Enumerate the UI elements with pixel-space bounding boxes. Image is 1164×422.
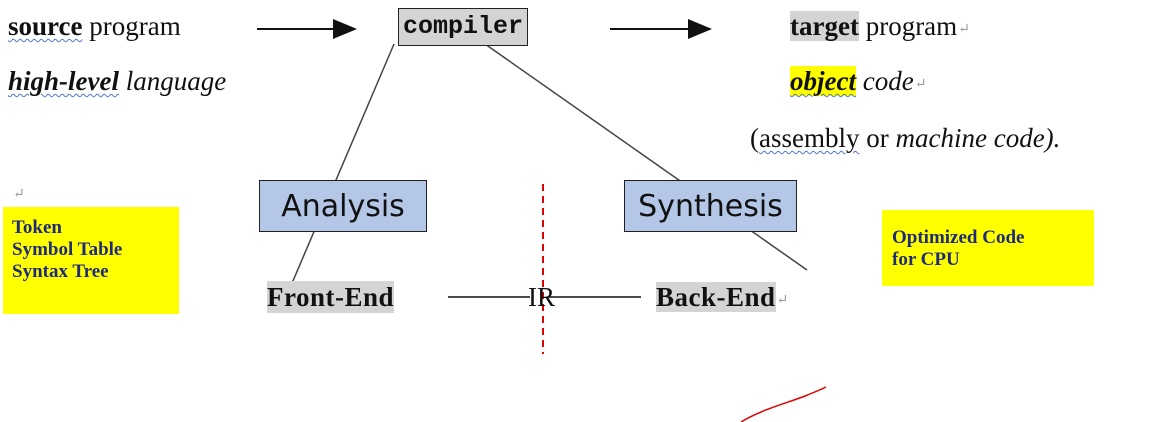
analysis-artifacts-note: Token Symbol Table Syntax Tree [3,207,179,314]
line-compiler-to-back-end [484,43,808,271]
machine-code-word: machine code). [895,123,1061,153]
red-pen-stroke [740,386,827,422]
front-end-label: Front-End [267,281,395,313]
back-end-label: Back-End↵ [656,281,788,317]
source-word: source [8,11,83,41]
target-word: target [790,11,859,41]
paragraph-mark: ↵ [13,187,25,202]
target-rest: program [858,11,958,41]
source-program-label: source program [8,10,181,42]
assembly-word: assembly [759,123,860,153]
synthesis-box: Synthesis [624,180,797,232]
high-level-rest: language [118,66,227,96]
paragraph-mark: ↵ [776,293,789,308]
ir-label: IR [528,282,555,312]
note-line-syntax-tree: Syntax Tree [12,261,109,282]
object-rest: code [855,66,914,96]
note-line-for-cpu: for CPU [892,249,960,270]
note-line-token: Token [12,217,62,238]
note-line-symbol-table: Symbol Table [12,239,123,260]
high-level-word: high-level [8,66,119,96]
analysis-box: Analysis [259,180,427,232]
back-end-word: Back-End [656,282,776,312]
high-level-language-label: high-level language [8,65,226,97]
assembly-open: ( [750,123,759,153]
note-line-optimized-code: Optimized Code [892,227,1025,248]
source-rest: program [82,11,181,41]
paragraph-mark: ↵ [914,77,927,92]
object-word: object [790,66,856,96]
line-compiler-to-front-end [283,43,395,303]
compiler-box: compiler [398,8,529,46]
assembly-or: or [859,123,896,153]
paragraph-mark: ↵ [958,22,970,37]
synthesis-label: Synthesis [638,188,783,224]
compiler-label: compiler [403,12,524,41]
object-code-label: object code↵ [790,65,926,101]
analysis-label: Analysis [281,188,405,224]
synthesis-output-note: Optimized Code for CPU [882,210,1094,286]
assembly-machine-code-label: (assembly or machine code). [750,122,1060,154]
target-program-label: target program↵ [790,10,970,46]
